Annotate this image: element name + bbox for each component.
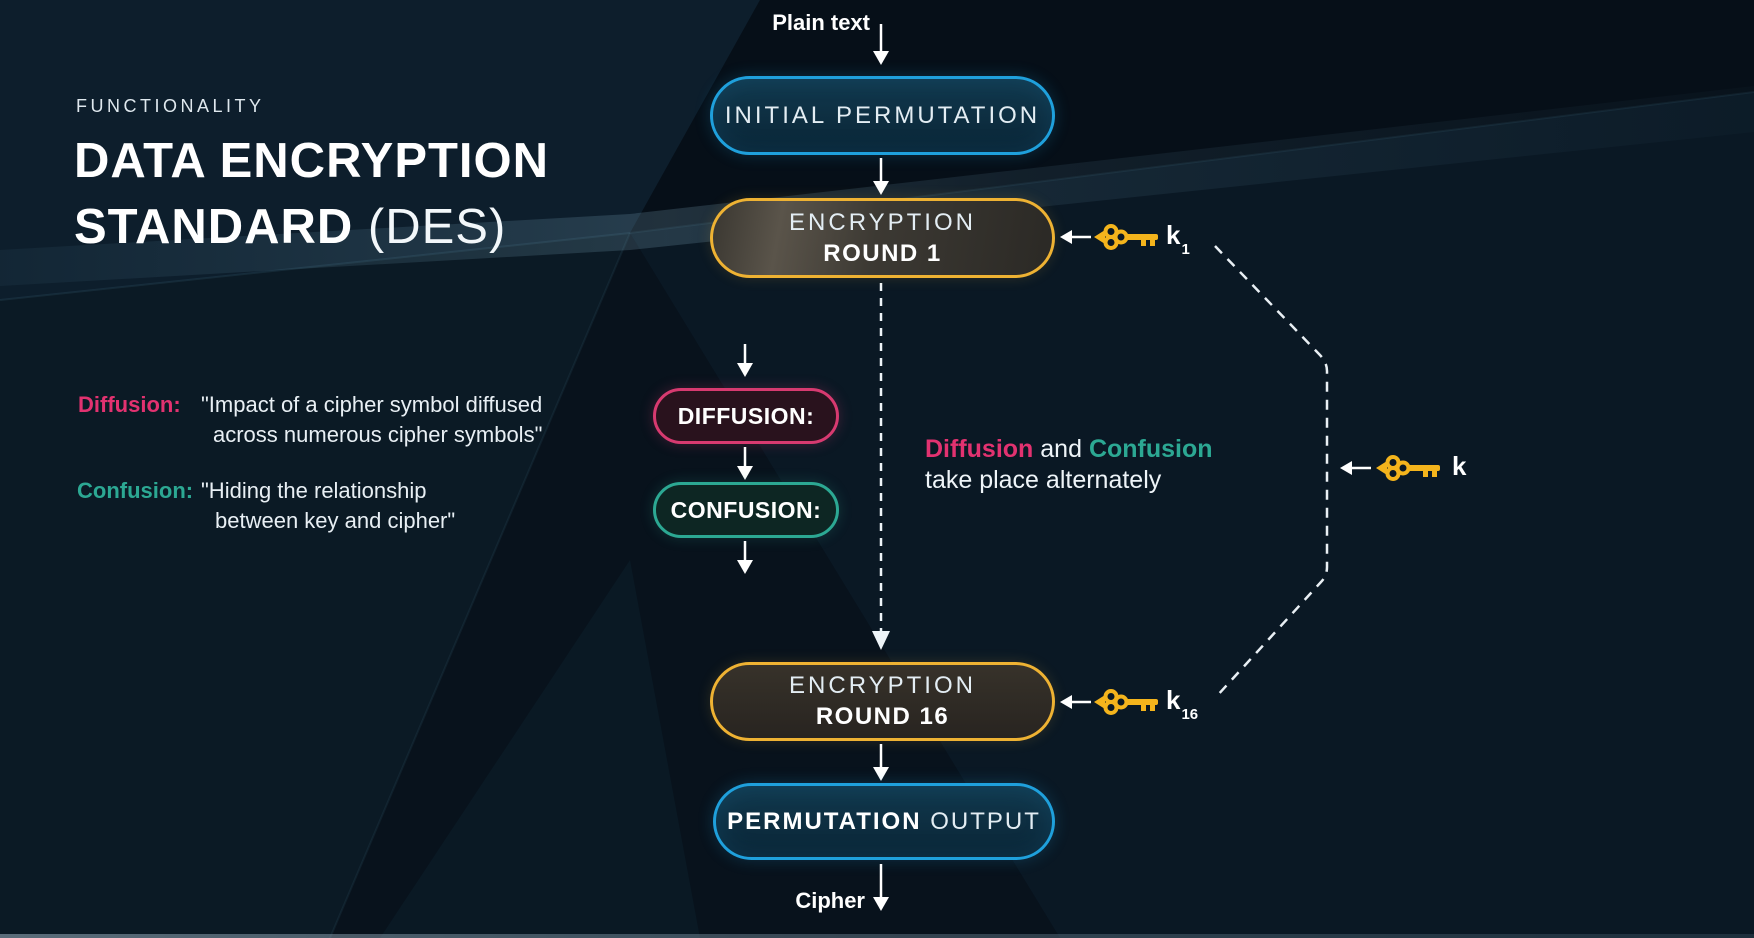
title-line-2-light: (DES) [367,200,507,254]
plain-text-label: Plain text [772,10,870,35]
permutation-output-light: OUTPUT [930,807,1041,835]
key-icon [1094,224,1158,250]
confusion-pill: CONFUSION: [653,482,839,538]
master-key-label: k [1452,451,1467,481]
arrow-down-icon [737,447,753,480]
round16-line1: ENCRYPTION [789,672,976,699]
round1-key-subscript: 1 [1181,241,1190,259]
diffusion-definition-line2: across numerous cipher symbols" [213,422,543,447]
title-line-1: DATA ENCRYPTION [74,134,550,188]
round16-key-label: k16 [1166,685,1199,724]
round1-line2: ROUND 1 [823,239,942,267]
arrow-left-icon [1340,461,1371,475]
arrow-down-icon [737,541,753,574]
round1-key-label: k1 [1166,220,1190,259]
initial-permutation-box: INITIAL PERMUTATION [710,76,1055,155]
key-icon [1376,455,1440,481]
alternation-note: Diffusion and Confusion take place alter… [925,434,1213,496]
diffusion-definition-line1: "Impact of a cipher symbol diffused [201,392,543,417]
diffusion-pill-label: DIFFUSION: [677,402,815,429]
note-confusion-word: Confusion [1088,435,1213,463]
diffusion-term: Diffusion: [78,392,181,417]
arrow-down-icon [873,24,889,65]
encryption-round1-box: ENCRYPTION ROUND 1 [710,198,1055,278]
title-line-2-bold: STANDARD [74,200,354,254]
key-icon [1094,689,1158,715]
permutation-output-box: PERMUTATION OUTPUT [713,783,1055,860]
arrow-left-icon [1060,230,1091,244]
confusion-pill-label: CONFUSION: [670,496,822,523]
diffusion-pill: DIFFUSION: [653,388,839,444]
arrow-down-icon [737,344,753,377]
confusion-term: Confusion: [77,478,194,503]
alternation-note-line2: take place alternately [925,466,1162,494]
page-title: DATA ENCRYPTION STANDARD (DES) [74,128,549,260]
alternation-note-line1: Diffusion and Confusion [925,434,1213,465]
arrow-down-icon [873,744,889,781]
arrow-down-icon [873,158,889,195]
arrow-left-icon [1060,695,1091,709]
key-schedule-dashed-loop [1214,245,1329,698]
eyebrow: FUNCTIONALITY [76,96,265,116]
round16-line2: ROUND 16 [815,703,950,730]
title-line-2: STANDARD (DES) [74,194,549,260]
note-diffusion-word: Diffusion [925,435,1034,463]
encryption-round16-box: ENCRYPTION ROUND 16 [710,662,1055,741]
round1-line1: ENCRYPTION [789,208,976,236]
cipher-label: Cipher [795,888,865,913]
initial-permutation-label: INITIAL PERMUTATION [724,101,1041,129]
round16-key-subscript: 16 [1181,706,1199,724]
round1-to-round16-dashed-arrow [872,283,890,650]
confusion-definition-line1: "Hiding the relationship [201,478,427,503]
arrow-down-icon [873,864,889,911]
permutation-output-bold: PERMUTATION [727,807,922,835]
note-conjunction: and [1040,435,1082,463]
permutation-output-label: PERMUTATION OUTPUT [727,808,1041,836]
confusion-definition-line2: between key and cipher" [215,508,456,533]
